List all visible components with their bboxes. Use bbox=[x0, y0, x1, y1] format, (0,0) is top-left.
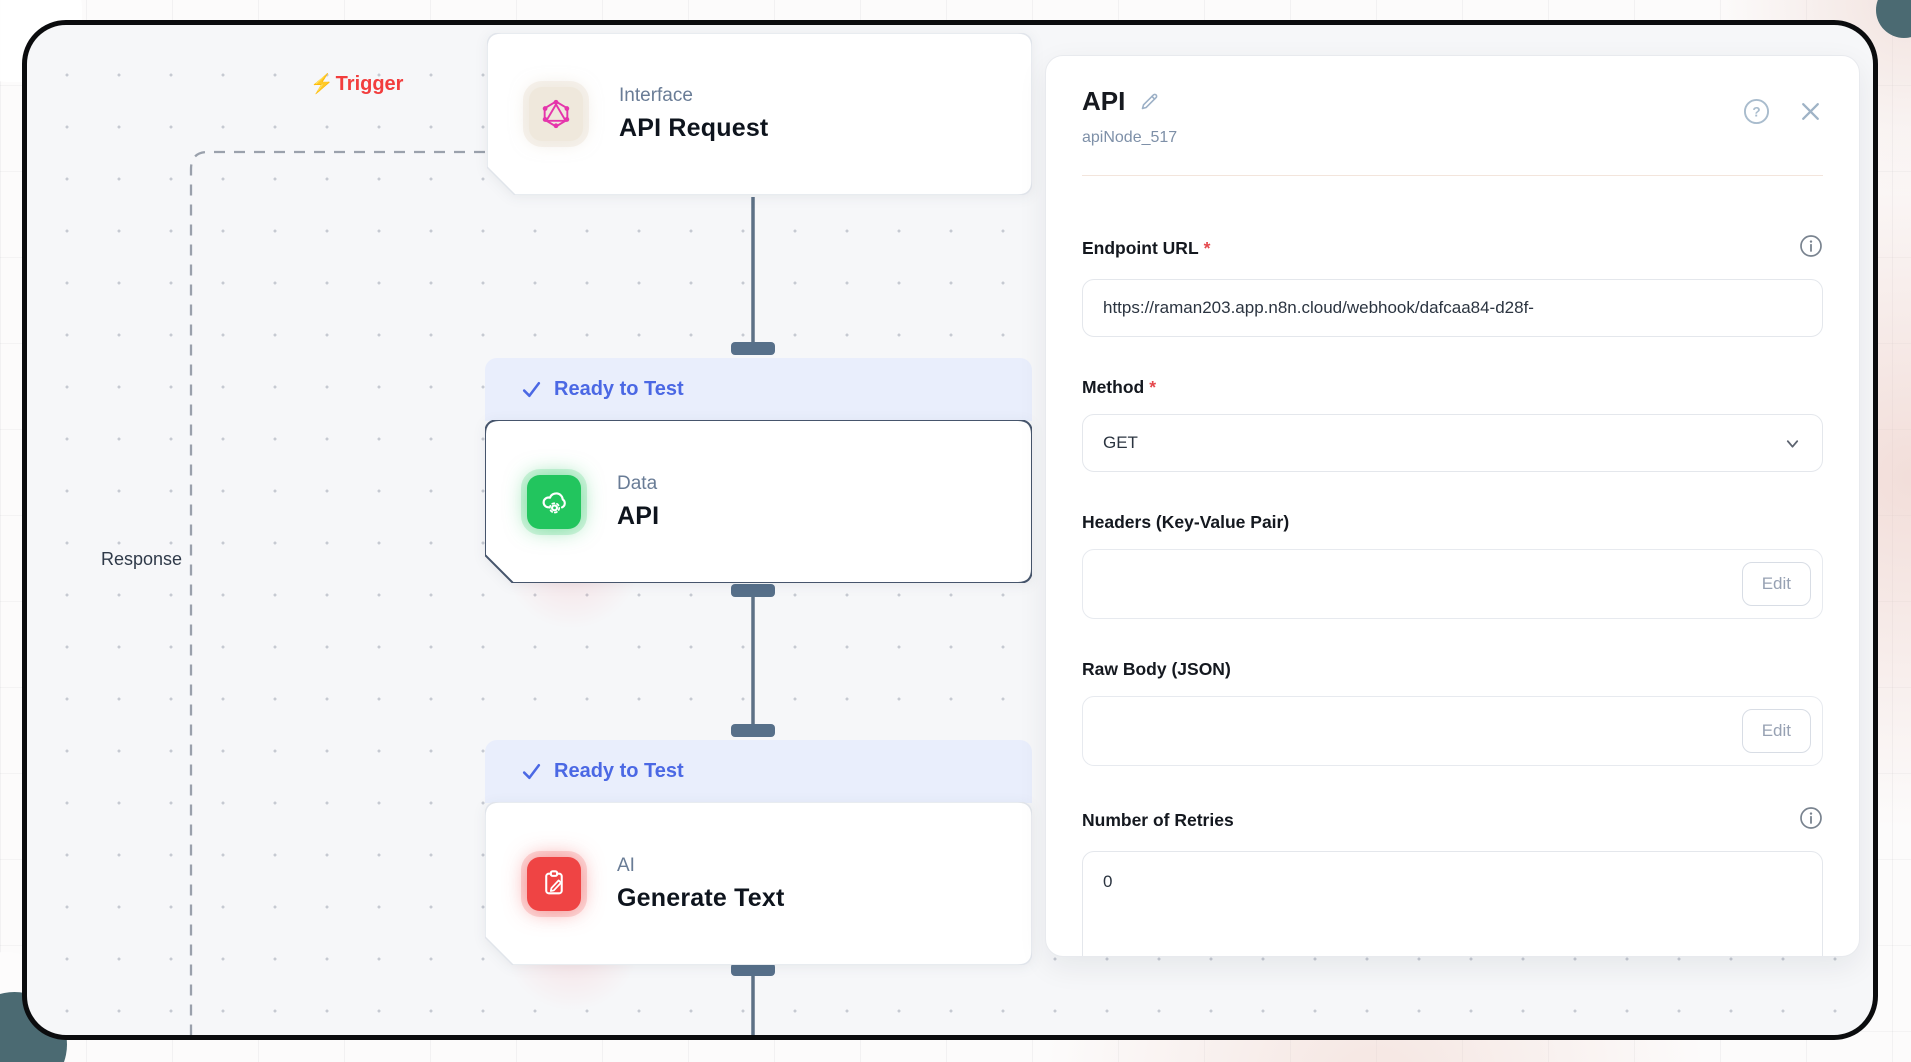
response-label: Response bbox=[101, 549, 183, 569]
node-card-shape bbox=[487, 33, 1032, 195]
endpoint-url-input[interactable] bbox=[1082, 279, 1823, 337]
panel-header: API apiNode_517 ? bbox=[1082, 86, 1823, 147]
panel-divider bbox=[1082, 175, 1823, 176]
required-mark: * bbox=[1149, 377, 1157, 397]
help-icon: ? bbox=[1743, 98, 1770, 125]
chevron-down-icon bbox=[1786, 439, 1799, 448]
workflow-canvas[interactable]: ⚡Trigger Response bbox=[22, 20, 1878, 1040]
headers-label: Headers (Key-Value Pair) bbox=[1082, 512, 1290, 532]
method-label: Method* bbox=[1082, 377, 1157, 397]
input-port-data-node[interactable] bbox=[731, 342, 775, 355]
node-card-shape bbox=[485, 420, 1032, 583]
cloud-gear-icon bbox=[527, 474, 581, 529]
method-selected-value: GET bbox=[1103, 433, 1138, 452]
close-icon bbox=[1802, 103, 1819, 120]
headers-value-box: Edit bbox=[1082, 549, 1823, 619]
info-icon bbox=[1800, 235, 1822, 257]
method-select[interactable]: GET bbox=[1082, 414, 1823, 472]
node-category-label: Interface bbox=[619, 85, 693, 106]
node-category-label: AI bbox=[617, 854, 635, 876]
trigger-label: ⚡Trigger bbox=[310, 73, 403, 96]
ready-to-test-badge-ai: Ready to Test bbox=[485, 740, 1032, 803]
input-port-ai-node[interactable] bbox=[731, 724, 775, 737]
panel-title: API bbox=[1082, 86, 1126, 116]
node-config-panel: API apiNode_517 ? bbox=[1045, 55, 1860, 957]
headers-edit-button[interactable]: Edit bbox=[1741, 562, 1811, 606]
output-port-ai-node[interactable] bbox=[731, 963, 775, 976]
pencil-edit-icon bbox=[1142, 93, 1158, 110]
node-generate-text[interactable]: AI Generate Text bbox=[485, 802, 1032, 965]
trigger-text: Trigger bbox=[335, 73, 404, 95]
close-panel-button[interactable] bbox=[1798, 99, 1823, 124]
retries-info-icon[interactable] bbox=[1799, 806, 1823, 835]
ready-to-test-badge-data: Ready to Test bbox=[485, 358, 1032, 421]
raw-body-value-box: Edit bbox=[1082, 696, 1823, 766]
retries-label: Number of Retries bbox=[1082, 810, 1234, 830]
info-icon bbox=[1800, 807, 1822, 829]
badge-text: Ready to Test bbox=[554, 760, 684, 782]
raw-body-edit-button[interactable]: Edit bbox=[1741, 709, 1811, 753]
required-mark: * bbox=[1203, 238, 1211, 258]
output-port-data-node[interactable] bbox=[731, 584, 775, 597]
rename-node-button[interactable] bbox=[1139, 91, 1160, 112]
check-icon bbox=[522, 381, 541, 398]
node-id-label: apiNode_517 bbox=[1082, 129, 1178, 146]
background-blob bbox=[1876, 0, 1911, 38]
graphql-icon bbox=[529, 87, 583, 141]
trigger-response-dashed-connector bbox=[189, 150, 485, 1035]
node-card-shape bbox=[485, 802, 1032, 965]
svg-text:?: ? bbox=[1752, 104, 1760, 119]
node-title: Generate Text bbox=[617, 883, 785, 912]
help-button[interactable]: ? bbox=[1743, 98, 1770, 125]
node-title: API Request bbox=[619, 114, 769, 142]
node-title: API bbox=[617, 501, 660, 530]
raw-body-label: Raw Body (JSON) bbox=[1082, 659, 1231, 679]
clipboard-pencil-icon bbox=[527, 856, 581, 911]
check-icon bbox=[522, 763, 541, 780]
node-category-label: Data bbox=[617, 472, 658, 494]
node-api-request[interactable]: Interface API Request bbox=[487, 33, 1032, 195]
endpoint-url-label: Endpoint URL* bbox=[1082, 238, 1211, 258]
lightning-icon: ⚡ bbox=[310, 74, 334, 95]
node-api-data[interactable]: Data API bbox=[485, 420, 1032, 583]
retries-input[interactable] bbox=[1082, 851, 1823, 956]
endpoint-url-info-icon[interactable] bbox=[1799, 234, 1823, 263]
badge-text: Ready to Test bbox=[554, 378, 684, 400]
